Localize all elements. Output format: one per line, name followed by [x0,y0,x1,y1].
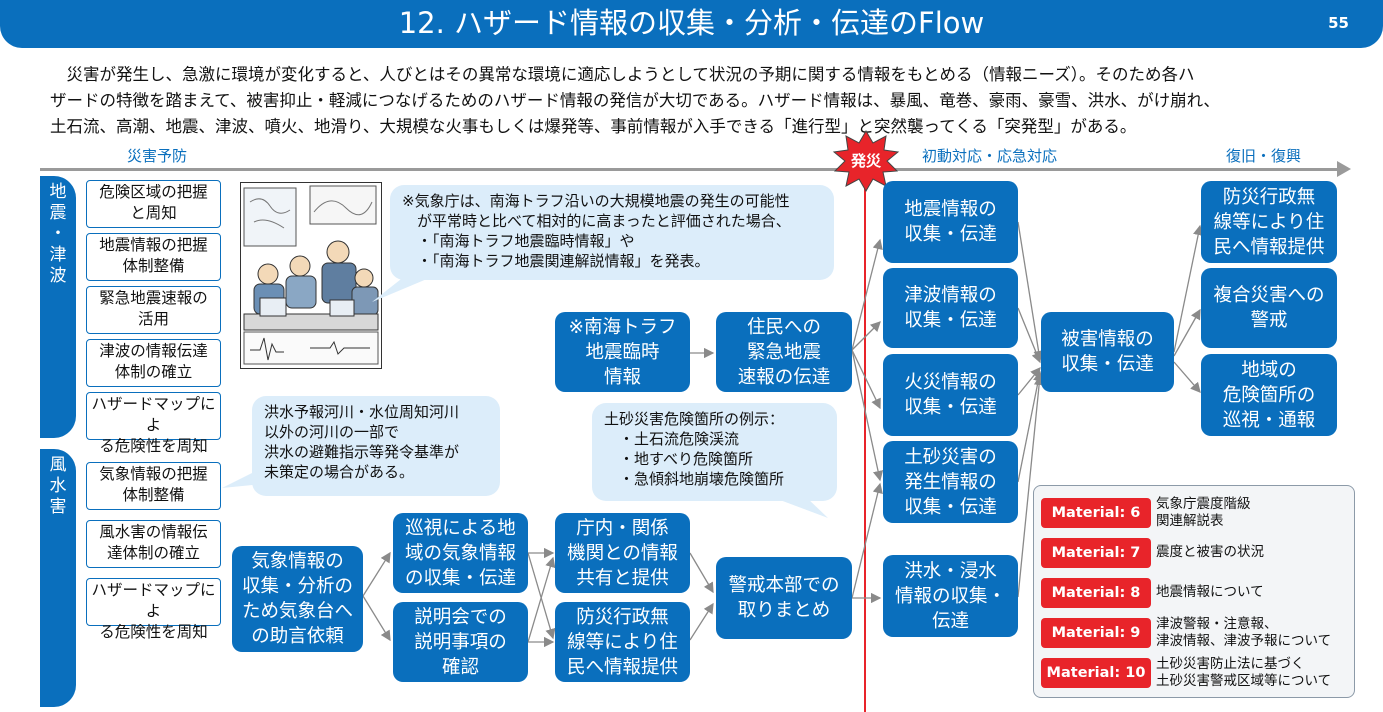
eq-box-eew-use: 緊急地震速報の活用 [86,286,221,334]
flow-damage-info: 被害情報の収集・伝達 [1041,312,1174,392]
arrow-damage-patrol [1173,361,1201,393]
arrow-eq-damage [1017,221,1044,362]
storm-box-weather-info: 気象情報の把握体制整備 [86,462,221,510]
flow-nankai-info: ※南海トラフ地震臨時情報 [555,312,690,392]
flow-weather-advice: 気象情報の収集・分析のため気象台への助言依頼 [232,546,363,652]
phase-initial-response: 初動対応・応急対応 [922,147,1058,165]
eq-box-hazard-map: ハザードマップによる危険性を周知 [86,392,221,455]
arrow-eew-eq [851,238,883,351]
bubble-flood-rivers: 洪水予報河川・水位周知河川 以外の河川の一部で 洪水の避難指示等発令基準が 未策… [252,396,500,496]
arrow-briefing-share [527,556,556,643]
intro-line-1: 災害が発生し、急激に環境が変化すると、人びとはその異常な環境に適応しようとして状… [50,65,1195,84]
arrow-tsunami-damage [1017,307,1042,364]
timeline-arrow [40,168,1345,171]
arrow-eew-fire [851,349,881,410]
flow-briefing-check: 説明会での説明事項の確認 [393,602,528,682]
eq-box-tsunami-comms: 津波の情報伝達体制の確立 [86,339,221,387]
disaster-burst-icon [832,130,900,192]
flow-tsunami-info: 津波情報の収集・伝達 [883,268,1018,348]
bubble-landslide-areas: 土砂災害危険箇所の例示： ・土石流危険渓流 ・地すべり危険箇所 ・急傾斜地崩壊危… [592,403,837,501]
arrow-sediment-damage [1017,370,1044,483]
bubble-flood-tail [222,470,262,488]
flow-sediment-info: 土砂災害の発生情報の収集・伝達 [883,441,1018,523]
phase-recovery: 復旧・復興 [1226,147,1302,165]
flow-compound-disaster: 複合災害への警戒 [1201,268,1337,348]
flow-patrol-weather: 巡視による地域の気象情報の収集・伝達 [393,513,528,593]
arrow-damage-compound [1173,308,1201,357]
arrow-advice-briefing [362,595,391,642]
arrow-eew-sediment [851,349,884,482]
material-text: 土砂災害防止法に基づく土砂災害警戒区域等について [1156,656,1332,689]
material-text: 気象庁震度階級関連解説表 [1156,496,1251,529]
arrow-patrol-radio [527,552,556,640]
arrow-hq-sediment [851,482,883,599]
flow-fire-info: 火災情報の収集・伝達 [883,354,1018,436]
flow-patrol-post: 地域の危険箇所の巡視・通報 [1201,354,1337,436]
material-text: 津波警報・注意報、津波情報、津波予報について [1156,616,1332,649]
bubble-landslide-tail [780,497,828,518]
storm-box-comms-system: 風水害の情報伝達体制の確立 [86,520,221,568]
title-bar [0,0,1383,48]
phase-prevention: 災害予防 [127,147,188,165]
timeline-arrow-head [1337,161,1351,177]
arrow-radio-hq [689,602,714,641]
arrow-share-hq [689,552,714,594]
bubble-jma-tail [372,272,434,302]
flow-eq-info: 地震情報の収集・伝達 [883,181,1018,263]
storm-box-hazard-map: ハザードマップによる危険性を周知 [86,578,221,641]
side-label-storm-flood: 風 水 害 [40,449,76,707]
material-label[interactable]: Material: 10 [1041,658,1151,688]
arrow-eew-tsunami [851,321,881,351]
arrow-damage-radio [1173,224,1204,353]
material-label[interactable]: Material: 8 [1041,578,1151,608]
arrow-advice-patrol [362,551,391,597]
intro-line-2: ザードの特徴を踏まえて、被害抑止・軽減につなげるためのハザード情報の発信が大切で… [50,91,1220,110]
material-label[interactable]: Material: 6 [1041,498,1151,528]
disaster-burst-label: 発災 [850,152,881,170]
flow-info-sharing: 庁内・関係機関との情報共有と提供 [555,513,690,593]
material-label[interactable]: Material: 9 [1041,618,1151,648]
bubble-jma-nankai: ※気象庁は、南海トラフ沿いの大規模地震の発生の可能性 が平常時と比べて相対的に高… [390,185,834,280]
arrow-flood-damage [1017,374,1045,598]
flow-flood-info: 洪水・浸水情報の収集・伝達 [883,555,1018,637]
eq-box-eq-info-system: 地震情報の把握体制整備 [86,233,221,281]
weather-office-illustration [240,182,382,369]
material-text: 震度と被害の状況 [1156,544,1264,560]
flow-radio-post: 防災行政無線等により住民へ情報提供 [1201,181,1337,263]
page-title: 12. ハザード情報の収集・分析・伝達のFlow [398,6,985,40]
materials-panel: Material: 6 気象庁震度階級関連解説表 Material: 7 震度と… [1033,485,1355,698]
disaster-occurrence-line [864,157,866,712]
flow-eew-transmission: 住民への緊急地震速報の伝達 [716,312,852,392]
page-number: 55 [1328,14,1349,32]
eq-box-hazard-area: 危険区域の把握と周知 [86,180,221,228]
intro-line-3: 土石流、高潮、地震、津波、噴火、地滑り、大規模な火事もしくは爆発等、事前情報が入… [50,117,1137,136]
flow-radio-pre: 防災行政無線等により住民へ情報提供 [555,602,690,682]
wall-map-icon [243,187,297,247]
flow-hq-summary: 警戒本部での取りまとめ [716,557,852,639]
side-label-earthquake: 地 震 ・ 津 波 [40,176,76,438]
material-label[interactable]: Material: 7 [1041,538,1151,568]
material-text: 地震情報について [1156,584,1264,600]
